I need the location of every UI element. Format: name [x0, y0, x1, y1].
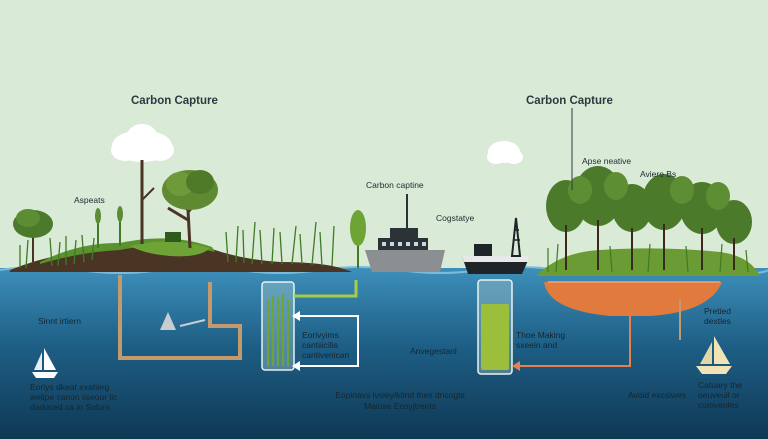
label-eoriys-line3: daduced ca in Sofurs	[30, 402, 110, 412]
flow-arrow-bottom-icon	[292, 361, 300, 371]
flow-arrow-top-icon	[292, 311, 300, 321]
label-avoid-excsiwes: Avoid excsiwes	[628, 390, 686, 400]
left-sapling	[95, 206, 123, 248]
absorption-column	[261, 281, 295, 371]
column-connector	[294, 280, 358, 298]
label-cogstatye: Cogstatye	[436, 213, 475, 223]
label-catuary-line2: oeuveuil or	[698, 390, 740, 400]
label-eopinavs-line1: Eopinavs ivsiey/ktind thes dncogts	[335, 390, 465, 400]
label-pretied-line2: dextles	[704, 316, 731, 326]
sediment-line	[179, 319, 206, 327]
label-eopinavs-line2: Maiuse Eosyjtrents	[364, 401, 436, 411]
label-apse-neative: Apse neative	[582, 156, 632, 166]
label-eorivyims-line3: cantivenican	[302, 350, 350, 360]
label-eoriys-line1: Eoriys dkeat exatierg	[30, 382, 110, 392]
right-title: Carbon Capture	[526, 95, 613, 107]
storage-vessel	[477, 279, 513, 375]
label-catuary-line3: comvenles	[698, 400, 739, 410]
label-catuary-line1: Catuary the	[698, 380, 742, 390]
cloud-right-icon	[487, 141, 523, 164]
label-aspeats: Aspeats	[74, 195, 105, 205]
left-big-tree	[162, 170, 218, 249]
left-pipe	[118, 275, 242, 360]
label-aviere-bs: Aviere Bs	[640, 169, 677, 179]
sediment-marker	[160, 312, 176, 330]
label-carbon-captine: Carbon captine	[366, 180, 424, 190]
label-pretied-line1: Pretied	[704, 306, 731, 316]
sailboat-left-icon	[32, 348, 58, 378]
left-title: Carbon Capture	[131, 95, 218, 107]
storage-reservoir	[544, 282, 722, 316]
orange-arrow-icon	[512, 361, 520, 371]
label-thoe-making-line1: Thoe Making	[516, 330, 566, 340]
left-reeds	[19, 221, 335, 269]
label-thoe-making-line2: sxeein and	[516, 340, 558, 350]
orange-flow-line	[520, 316, 631, 367]
left-sign	[165, 232, 181, 242]
left-shore-sapling	[350, 210, 366, 268]
cloud-left-icon	[111, 124, 174, 162]
label-eorivyims-line2: cantiiicilis	[302, 340, 338, 350]
left-tall-tree	[140, 160, 155, 244]
cargo-ship	[365, 194, 445, 272]
label-eoriys-line2: welipe canon iiseour lic	[30, 392, 118, 402]
flow-bracket	[300, 315, 359, 367]
sky	[0, 0, 768, 275]
right-forest	[536, 166, 760, 276]
sailboat-right-icon	[696, 336, 732, 374]
label-anvegestanl: Anvegestanl	[410, 346, 457, 356]
label-sinnt-irtiern: Sinnt irtiern	[38, 316, 81, 326]
left-small-tree	[13, 209, 53, 262]
label-eorivyims-line1: Eorivyims	[302, 330, 339, 340]
drilling-ship	[462, 217, 530, 274]
